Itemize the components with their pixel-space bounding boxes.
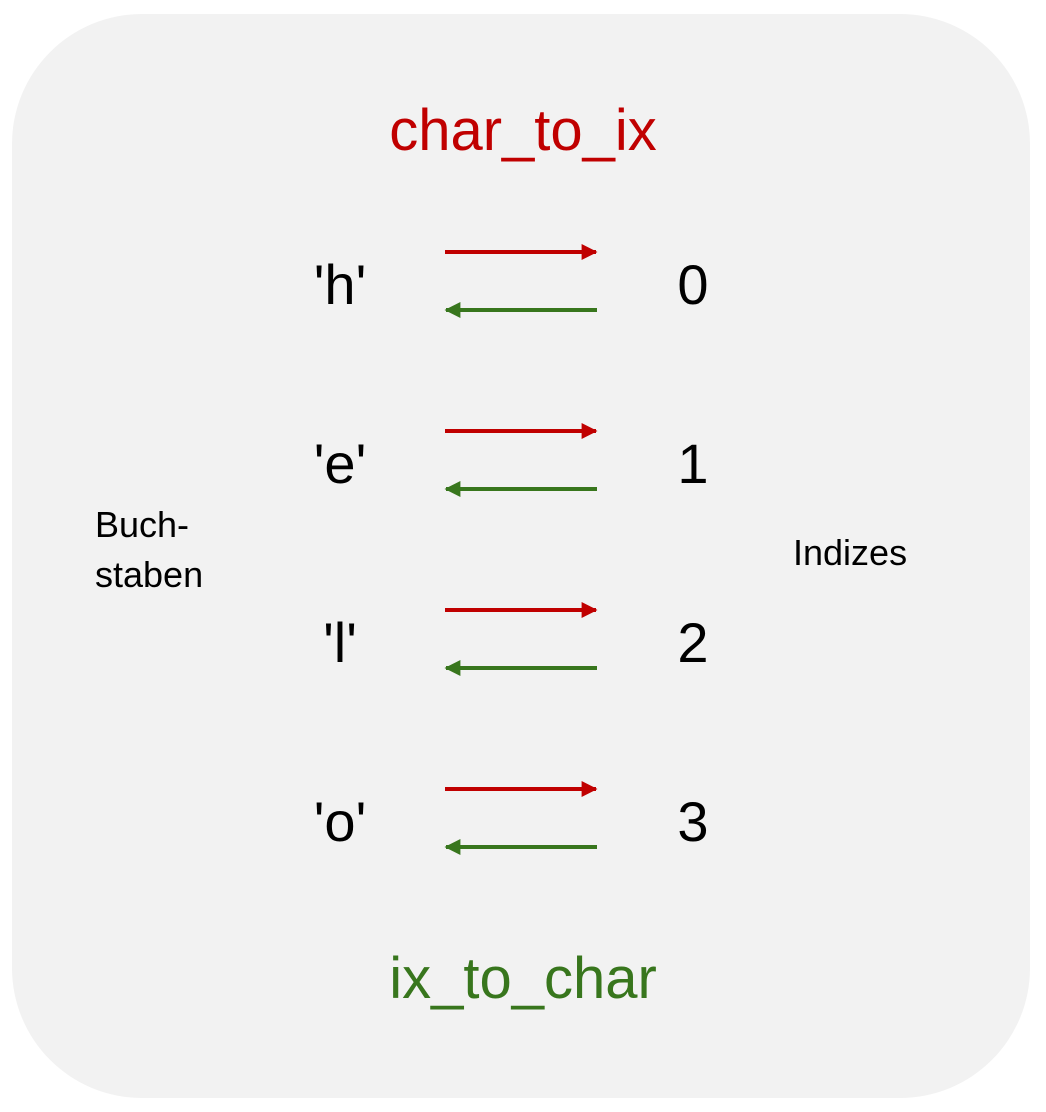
- char-h: 'h': [313, 253, 367, 316]
- char-e: 'e': [313, 432, 367, 495]
- char-to-ix-title: char_to_ix: [389, 98, 657, 163]
- letters-label-line2: staben: [95, 554, 204, 595]
- indices-label: Indizes: [793, 532, 908, 573]
- ix-to-char-title: ix_to_char: [389, 946, 657, 1011]
- index-1: 1: [677, 432, 709, 495]
- letters-label-line1: Buch-: [95, 504, 190, 545]
- char-o: 'o': [313, 790, 367, 853]
- diagram-panel: [12, 14, 1030, 1098]
- letters-label: Buch- staben: [95, 500, 203, 600]
- index-2: 2: [677, 611, 709, 674]
- index-0: 0: [677, 253, 709, 316]
- index-3: 3: [677, 790, 709, 853]
- char-l: 'l': [323, 611, 357, 674]
